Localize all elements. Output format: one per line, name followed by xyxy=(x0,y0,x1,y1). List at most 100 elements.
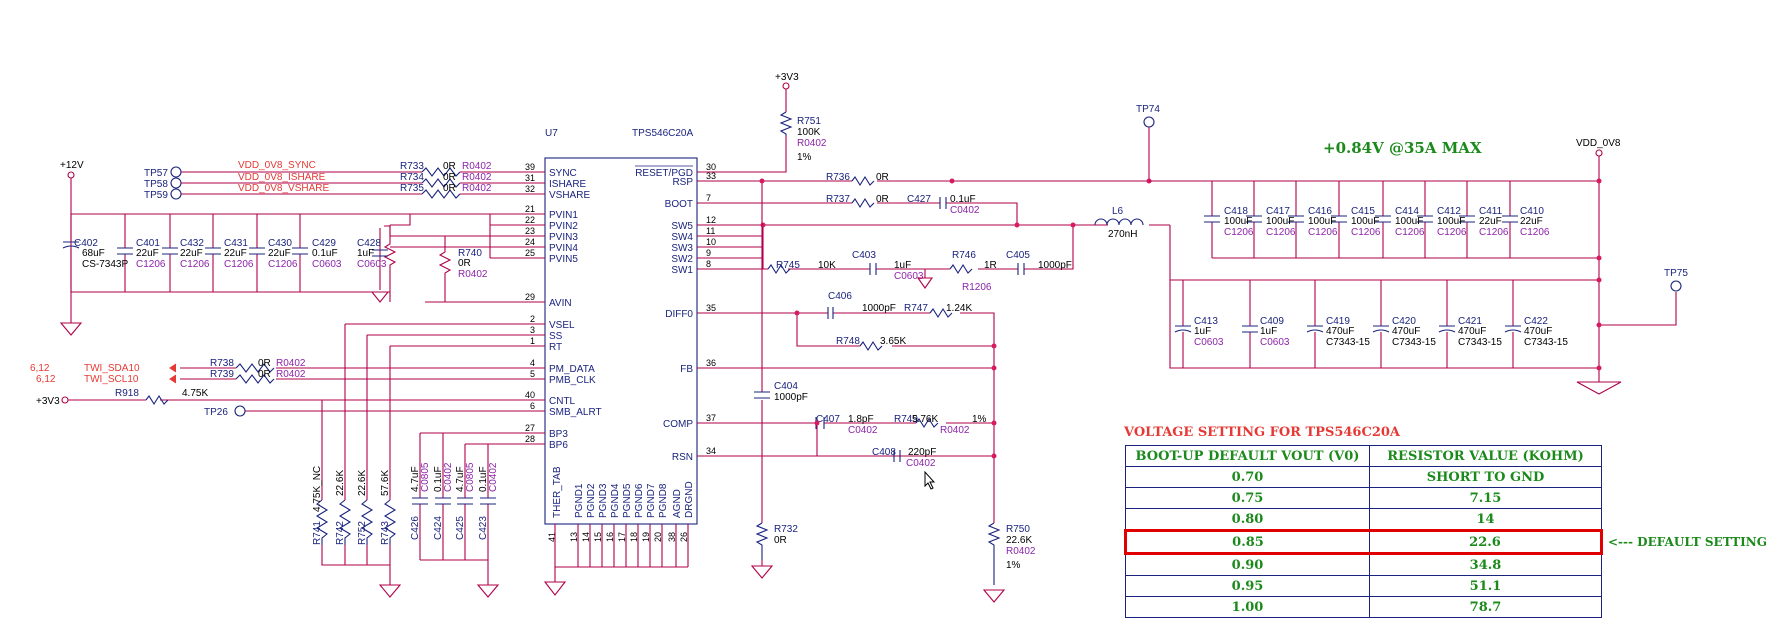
svg-text:PVIN1: PVIN1 xyxy=(549,210,578,221)
svg-text:22uF: 22uF xyxy=(268,248,291,259)
table-cell: 1.00 xyxy=(1125,596,1370,618)
svg-text:SS: SS xyxy=(549,331,563,342)
svg-text:5: 5 xyxy=(530,369,535,379)
svg-text:VDD_0V8_VSHARE: VDD_0V8_VSHARE xyxy=(238,183,329,194)
svg-text:3.65K: 3.65K xyxy=(880,336,906,347)
svg-text:36: 36 xyxy=(706,358,716,368)
svg-text:10: 10 xyxy=(706,237,716,247)
table-cell: 7.15 xyxy=(1369,487,1602,509)
svg-text:C7343-15: C7343-15 xyxy=(1392,337,1436,348)
svg-text:68uF: 68uF xyxy=(82,248,105,259)
svg-text:1%: 1% xyxy=(972,414,987,425)
svg-text:C0805: C0805 xyxy=(465,462,476,492)
svg-text:C419: C419 xyxy=(1326,316,1350,327)
svg-text:+3V3: +3V3 xyxy=(775,72,799,83)
svg-text:0.1uF: 0.1uF xyxy=(478,466,489,492)
svg-text:8: 8 xyxy=(706,259,711,269)
svg-text:R0402: R0402 xyxy=(462,161,492,172)
svg-text:C432: C432 xyxy=(180,238,204,249)
svg-text:PVIN3: PVIN3 xyxy=(549,232,578,243)
svg-text:41: 41 xyxy=(547,532,557,542)
svg-text:TP59: TP59 xyxy=(144,190,168,201)
share-nets: TP57 TP58 TP59 VDD_0V8_SYNC VDD_0V8_ISHA… xyxy=(144,160,520,201)
svg-text:C401: C401 xyxy=(136,238,160,249)
bp-caps: C426 4.7uF C0805 C424 0.1uF C0402 C425 4… xyxy=(410,433,500,598)
svg-text:R741: R741 xyxy=(312,521,323,545)
svg-text:PGND3: PGND3 xyxy=(598,483,609,518)
svg-text:6: 6 xyxy=(530,401,535,411)
svg-text:C408: C408 xyxy=(872,447,896,458)
svg-text:0.1uF: 0.1uF xyxy=(950,194,976,205)
svg-text:R750: R750 xyxy=(1006,524,1030,535)
ic-body xyxy=(544,157,698,525)
svg-text:22uF: 22uF xyxy=(1479,216,1502,227)
output-caps: +0.84V @35A MAX VDD_0V8 TP75 C418100uFC1… xyxy=(1149,138,1688,395)
svg-text:C414: C414 xyxy=(1395,206,1419,217)
strap-resistors: R741 4.75K_NC R742 22.6K R752 22.6K R743… xyxy=(312,324,402,598)
svg-text:PGND8: PGND8 xyxy=(658,483,669,518)
svg-text:C7343-15: C7343-15 xyxy=(1326,337,1370,348)
table-cell: 0.75 xyxy=(1125,487,1370,509)
table-cell: 0.95 xyxy=(1125,575,1370,597)
svg-text:+12V: +12V xyxy=(60,160,84,171)
svg-text:C422: C422 xyxy=(1524,316,1548,327)
svg-text:29: 29 xyxy=(525,292,535,302)
svg-text:C402: C402 xyxy=(74,238,98,249)
svg-text:0R: 0R xyxy=(876,194,889,205)
svg-text:C1206: C1206 xyxy=(224,259,254,270)
svg-text:R740: R740 xyxy=(458,248,482,259)
svg-text:R751: R751 xyxy=(797,116,821,127)
svg-text:0R: 0R xyxy=(876,172,889,183)
svg-text:R918: R918 xyxy=(115,388,139,399)
svg-text:PVIN4: PVIN4 xyxy=(549,243,578,254)
svg-text:C412: C412 xyxy=(1437,206,1461,217)
svg-text:DIFF0: DIFF0 xyxy=(665,309,693,320)
svg-text:0R: 0R xyxy=(443,183,456,194)
svg-text:R0402: R0402 xyxy=(462,172,492,183)
svg-text:C1206: C1206 xyxy=(1520,227,1550,238)
svg-text:PVIN2: PVIN2 xyxy=(549,221,578,232)
svg-text:C0603: C0603 xyxy=(357,259,387,270)
svg-text:C403: C403 xyxy=(852,250,876,261)
svg-text:TP26: TP26 xyxy=(204,407,228,418)
svg-text:14: 14 xyxy=(581,532,591,542)
svg-text:6,12: 6,12 xyxy=(30,363,50,374)
table-cell: 51.1 xyxy=(1369,575,1602,597)
svg-text:100uF: 100uF xyxy=(1395,216,1423,227)
svg-text:AVIN: AVIN xyxy=(549,298,572,309)
svg-text:AGND: AGND xyxy=(672,489,683,518)
svg-text:1%: 1% xyxy=(797,152,812,163)
svg-text:C0402: C0402 xyxy=(848,425,878,436)
svg-text:470uF: 470uF xyxy=(1524,326,1552,337)
svg-text:R0402: R0402 xyxy=(1006,546,1036,557)
svg-text:C1206: C1206 xyxy=(1479,227,1509,238)
svg-text:7: 7 xyxy=(706,193,711,203)
svg-text:C425: C425 xyxy=(455,516,466,540)
svg-text:C430: C430 xyxy=(268,238,292,249)
svg-text:PGND5: PGND5 xyxy=(622,483,633,518)
table-cell: 22.6 xyxy=(1369,529,1603,555)
svg-text:0.1uF: 0.1uF xyxy=(433,466,444,492)
svg-text:4.75K_NC: 4.75K_NC xyxy=(312,466,323,512)
svg-text:470uF: 470uF xyxy=(1458,326,1486,337)
svg-text:1.24K: 1.24K xyxy=(946,303,972,314)
svg-text:1%: 1% xyxy=(1006,560,1021,571)
svg-text:C413: C413 xyxy=(1194,316,1218,327)
svg-text:R737: R737 xyxy=(826,194,850,205)
svg-text:32: 32 xyxy=(525,184,535,194)
svg-text:31: 31 xyxy=(525,173,535,183)
svg-text:PGND2: PGND2 xyxy=(586,483,597,518)
svg-text:THER_TAB: THER_TAB xyxy=(552,466,563,518)
svg-text:0R: 0R xyxy=(443,172,456,183)
svg-text:1R: 1R xyxy=(984,260,997,271)
svg-text:27: 27 xyxy=(525,423,535,433)
svg-text:1: 1 xyxy=(530,336,535,346)
